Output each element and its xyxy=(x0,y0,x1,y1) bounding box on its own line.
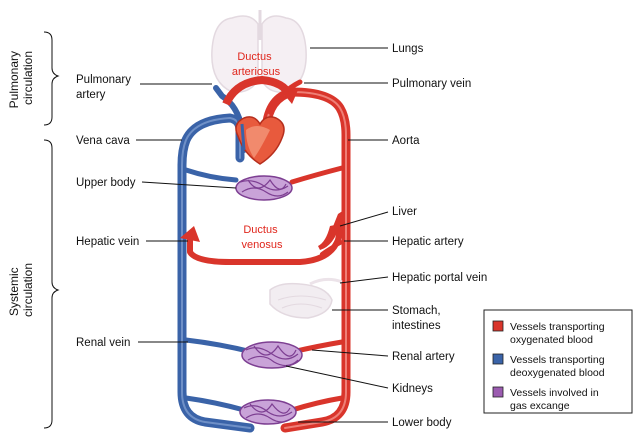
stomach-intestines-faded xyxy=(269,277,343,319)
hepatic-vein-label: Hepatic vein xyxy=(76,236,139,248)
kidneys-leader xyxy=(285,365,389,389)
ductus-arteriosus-label: Ductus arteriosus xyxy=(232,51,281,78)
systemic-circulation-label: Systemic circulation xyxy=(7,263,35,317)
svg-text:Vessels transporting o: Vessels transporting oxygenated blood xyxy=(510,321,607,346)
legend-item-deoxygenated: Vessels transporting deoxygenated blood xyxy=(492,353,607,379)
liver-label: Liver xyxy=(392,206,417,218)
pulmonary-bracket xyxy=(43,31,60,126)
legend-swatch-deoxygenated xyxy=(492,353,504,365)
upper-body-capillaries xyxy=(235,175,293,201)
lungs xyxy=(211,10,307,93)
legend-item-oxygenated: Vessels transporting oxygenated blood xyxy=(492,320,607,346)
stomach-intestines-label: Stomach, intestines xyxy=(392,305,444,332)
kidneys-label: Kidneys xyxy=(392,383,433,395)
pulmonary-vein-label: Pulmonary vein xyxy=(392,78,471,90)
lower-body-label: Lower body xyxy=(392,417,452,429)
legend-swatch-gas-exchange xyxy=(492,386,504,398)
hepatic-portal-vein-label: Hepatic portal vein xyxy=(392,272,487,284)
systemic-bracket xyxy=(43,139,60,429)
vena-cava-label: Vena cava xyxy=(76,135,130,147)
hepatic-artery-label: Hepatic artery xyxy=(392,236,464,248)
upper-body-label: Upper body xyxy=(76,177,136,189)
renal-vein-label: Renal vein xyxy=(76,337,130,349)
ductus-venosus-loop xyxy=(180,210,345,265)
legend: Vessels transporting oxygenated blood Ve… xyxy=(483,309,633,414)
legend-swatch-oxygenated xyxy=(492,320,504,332)
svg-text:Vessels transporting d: Vessels transporting deoxygenated blood xyxy=(510,354,607,379)
kidney-capillaries xyxy=(241,341,303,369)
aorta-label: Aorta xyxy=(392,135,420,147)
svg-text:Vessels involved in ga: Vessels involved in gas excange xyxy=(510,387,602,412)
hepatic-portal-vein-leader xyxy=(339,276,389,284)
lungs-label: Lungs xyxy=(392,43,424,55)
pulmonary-artery-label: Pulmonary artery xyxy=(76,74,134,101)
legend-item-gas-exchange: Vessels involved in gas excange xyxy=(492,386,602,412)
pulmonary-circulation-label: Pulmonary circulation xyxy=(7,48,35,109)
liver-leader xyxy=(339,211,389,227)
heart xyxy=(235,116,285,165)
renal-artery-label: Renal artery xyxy=(392,351,455,363)
ductus-venosus-label: Ductus venosus xyxy=(242,224,283,251)
lower-body-capillaries xyxy=(239,399,297,425)
ductus-arteriosus-arrow xyxy=(222,75,298,106)
renal-artery-leader xyxy=(311,349,389,357)
upper-body-leader xyxy=(141,181,237,189)
